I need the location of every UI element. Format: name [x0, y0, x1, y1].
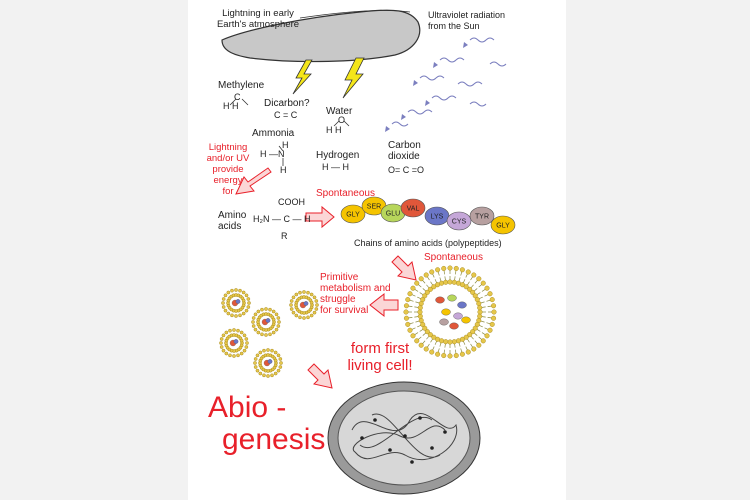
polypeptide-chain: GLY SER GLU VAL LYS CYS TYR GLY — [340, 196, 516, 235]
spontaneous-label-1: Spontaneous — [316, 188, 375, 199]
arrow-to-living-cell — [307, 363, 333, 389]
amino-acid-bead-label: GLY — [496, 223, 510, 230]
protocell — [289, 290, 319, 320]
uv-ray — [407, 109, 433, 115]
spontaneous-label-2: Spontaneous — [424, 252, 483, 263]
vesicle-molecule — [439, 318, 449, 326]
arrow-to-membrane — [391, 255, 417, 281]
arrow-to-protocells — [369, 292, 399, 318]
molecule-bonds — [229, 98, 350, 166]
vesicle-molecule — [457, 301, 467, 309]
first-living-cell — [327, 381, 481, 495]
protocell-core — [233, 339, 239, 344]
water-formula-bottom: H H — [326, 125, 342, 135]
vesicle-molecule — [441, 308, 451, 316]
ammonia-h-bottom: H — [280, 165, 287, 175]
water-formula-top: O — [338, 115, 346, 125]
uv-ray — [391, 121, 409, 127]
vesicle-molecule — [435, 296, 445, 304]
methylene-label: Methylene — [218, 80, 265, 91]
amino-acid-bead-label: SER — [367, 204, 381, 211]
membrane-bilayer — [403, 265, 497, 359]
amino-formula-mid: H₂N — C — H — [253, 214, 311, 224]
amino-acid-bead-label: GLY — [346, 212, 360, 219]
protocell-core — [267, 359, 273, 364]
uv-ray — [469, 101, 487, 107]
uv-ray — [439, 57, 465, 63]
protocell — [219, 328, 249, 358]
protocell — [253, 348, 283, 378]
protocell-core — [303, 301, 309, 306]
cell-granules — [360, 416, 447, 464]
uv-rays — [391, 37, 507, 127]
lightning-bolt-icon — [342, 57, 365, 99]
ammonia-label: Ammonia — [252, 128, 295, 139]
methylene-formula-top: C — [234, 92, 241, 102]
amino-acid-bead — [340, 204, 366, 224]
uv-ray — [419, 75, 445, 81]
amino-acid-bead — [400, 198, 426, 218]
uv-ray — [431, 95, 457, 101]
vesicle-molecule — [447, 294, 457, 302]
methylene-formula-bottom: H H — [223, 101, 239, 111]
vesicle-molecule — [461, 316, 471, 324]
amino-acid-bead-label: GLU — [386, 211, 400, 218]
water-label: Water — [326, 106, 353, 117]
amino-r: R — [281, 231, 288, 241]
uv-arrowhead — [425, 100, 430, 106]
hydrogen-formula: H — H — [322, 162, 349, 172]
amino-cooh: COOH — [278, 197, 305, 207]
amino-acid-bead — [469, 206, 495, 226]
uv-ray — [457, 81, 483, 87]
ammonia-h-top: H — [282, 140, 289, 150]
abio-title-line2: genesis — [222, 423, 326, 456]
protocell-core — [265, 318, 271, 323]
uv-arrowhead — [401, 114, 406, 120]
dicarbon-label: Dicarbon? — [264, 98, 310, 109]
dicarbon-formula: C = C — [274, 110, 298, 120]
vesicle-molecule — [453, 312, 463, 320]
protocell-core — [235, 299, 241, 304]
uv-arrowhead — [463, 42, 468, 48]
amino-acid-bead-label: TYR — [475, 214, 489, 221]
amino-acid-bead — [446, 211, 472, 231]
uv-arrowhead — [385, 126, 390, 132]
amino-acid-bead-label: CYS — [452, 219, 467, 226]
chains-label: Chains of amino acids (polypeptides) — [354, 238, 502, 248]
amino-acid-bead-label: LYS — [431, 214, 444, 221]
ammonia-formula-mid: H —N — [260, 149, 285, 159]
uv-ray — [469, 37, 495, 43]
uv-ray-heads — [385, 42, 468, 132]
arrow-to-polypeptides — [305, 205, 335, 229]
protocell — [251, 307, 281, 337]
protocell — [221, 288, 251, 318]
lightning-bolt-icon — [292, 59, 313, 95]
uv-arrowhead — [413, 80, 418, 86]
storm-cloud — [221, 9, 421, 63]
cloud-edge — [299, 9, 411, 19]
amino-acid-bead-label: VAL — [407, 206, 420, 213]
abio-title-line1: Abio - — [208, 391, 287, 424]
uv-arrowhead — [433, 62, 438, 68]
arrow-to-amino-acids — [235, 167, 272, 195]
uv-ray — [489, 61, 507, 67]
membrane-vesicle — [403, 265, 497, 359]
protocell-group — [219, 288, 319, 378]
hydrogen-label: Hydrogen — [316, 150, 360, 161]
co2-formula: O= C =O — [388, 165, 425, 175]
vesicle-molecule — [449, 322, 459, 330]
amino-acid-bead — [490, 215, 516, 235]
